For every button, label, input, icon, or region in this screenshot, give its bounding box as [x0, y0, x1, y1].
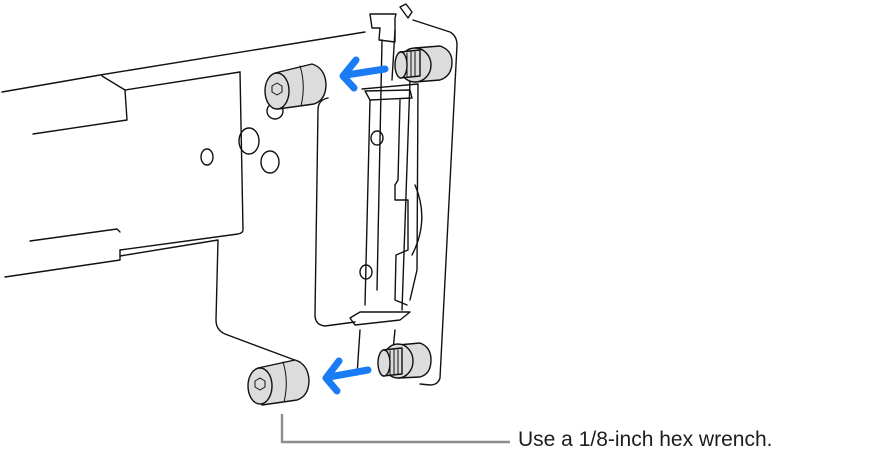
bottom-hex-screw: [247, 359, 310, 406]
bracket-plate: [314, 3, 458, 386]
top-hex-screw: [264, 63, 327, 110]
bottom-threaded-stud: [377, 342, 432, 379]
callout-leader-line: [280, 414, 510, 444]
top-arrow-icon: [339, 56, 389, 92]
bottom-arrow-icon: [322, 357, 372, 395]
callout-label: Use a 1/8-inch hex wrench.: [518, 428, 773, 451]
top-threaded-stud: [394, 45, 453, 83]
rail-body: [1, 31, 366, 363]
